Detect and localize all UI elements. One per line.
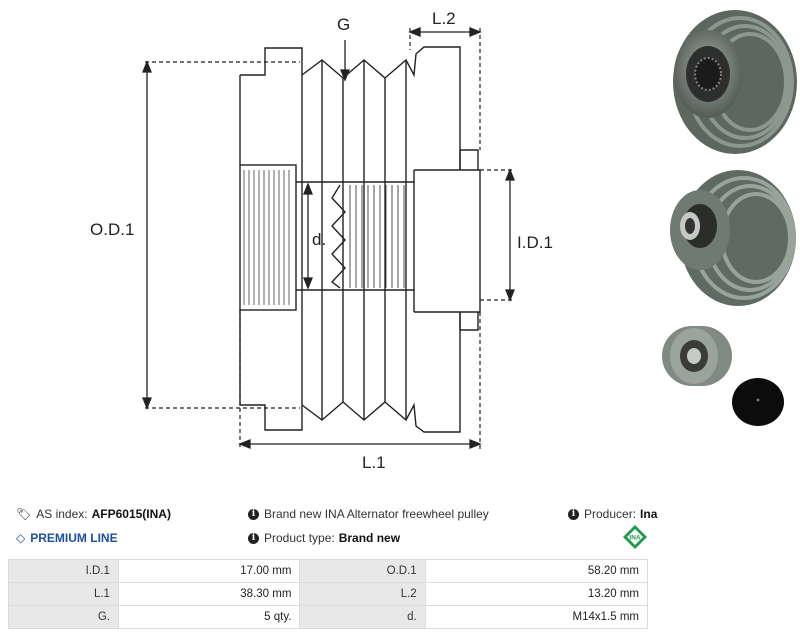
- pulley-photo-front: [673, 10, 797, 154]
- product-type-label: Product type:: [264, 531, 335, 545]
- spec-value-cell: 38.30 mm: [117, 582, 301, 606]
- spec-key-cell: d.: [299, 605, 426, 629]
- spec-value-cell: 17.00 mm: [117, 559, 301, 583]
- l1-label: L.1: [362, 453, 386, 472]
- premium-line-label: PREMIUM LINE: [30, 531, 118, 545]
- producer-row: i Producer: Ina: [568, 507, 657, 521]
- spec-key-cell: L.1: [8, 582, 119, 606]
- producer-label: Producer:: [584, 507, 637, 521]
- table-row: G.5 qty.d.M14x1.5 mm: [8, 605, 649, 629]
- diamond-icon: ◇: [16, 531, 26, 545]
- od1-label: O.D.1: [90, 220, 134, 239]
- spec-value-cell: M14x1.5 mm: [424, 605, 649, 629]
- product-type-row: i Product type: Brand new: [248, 531, 400, 545]
- info-icon: i: [568, 508, 579, 520]
- id1-label: I.D.1: [517, 233, 553, 252]
- info-icon: i: [248, 508, 259, 520]
- spec-key-cell: O.D.1: [299, 559, 426, 583]
- l2-label: L.2: [432, 9, 456, 28]
- as-index-value: AFP6015(INA): [91, 507, 171, 521]
- product-type-value: Brand new: [338, 531, 401, 545]
- as-index-row: 🏷 AS index: AFP6015(INA): [16, 507, 171, 521]
- spec-key-cell: L.2: [299, 582, 426, 606]
- info-icon: i: [248, 532, 259, 544]
- ina-logo-icon: INA: [623, 525, 647, 549]
- description-row: i Brand new INA Alternator freewheel pul…: [248, 507, 489, 521]
- spec-value-cell: 5 qty.: [117, 605, 301, 629]
- spec-key-cell: G.: [8, 605, 119, 629]
- tags-icon: 🏷: [16, 507, 32, 521]
- d-label: d.: [312, 230, 326, 249]
- groove-label: G: [337, 15, 350, 34]
- pulley-photo-small-with-cap: [662, 326, 784, 426]
- spec-key-cell: I.D.1: [8, 559, 119, 583]
- producer-value[interactable]: Ina: [640, 507, 658, 521]
- spec-value-cell: 58.20 mm: [424, 559, 649, 583]
- product-description: Brand new INA Alternator freewheel pulle…: [264, 507, 489, 521]
- pulley-photo-side: [670, 170, 796, 306]
- svg-text:INA: INA: [629, 535, 641, 542]
- spec-value-cell: 13.20 mm: [424, 582, 649, 606]
- pulley-technical-drawing: G L.2 O.D.1 d. I.D.1 L.1: [90, 9, 553, 472]
- as-index-label: AS index:: [36, 507, 88, 521]
- premium-line-row: ◇ PREMIUM LINE: [16, 531, 118, 545]
